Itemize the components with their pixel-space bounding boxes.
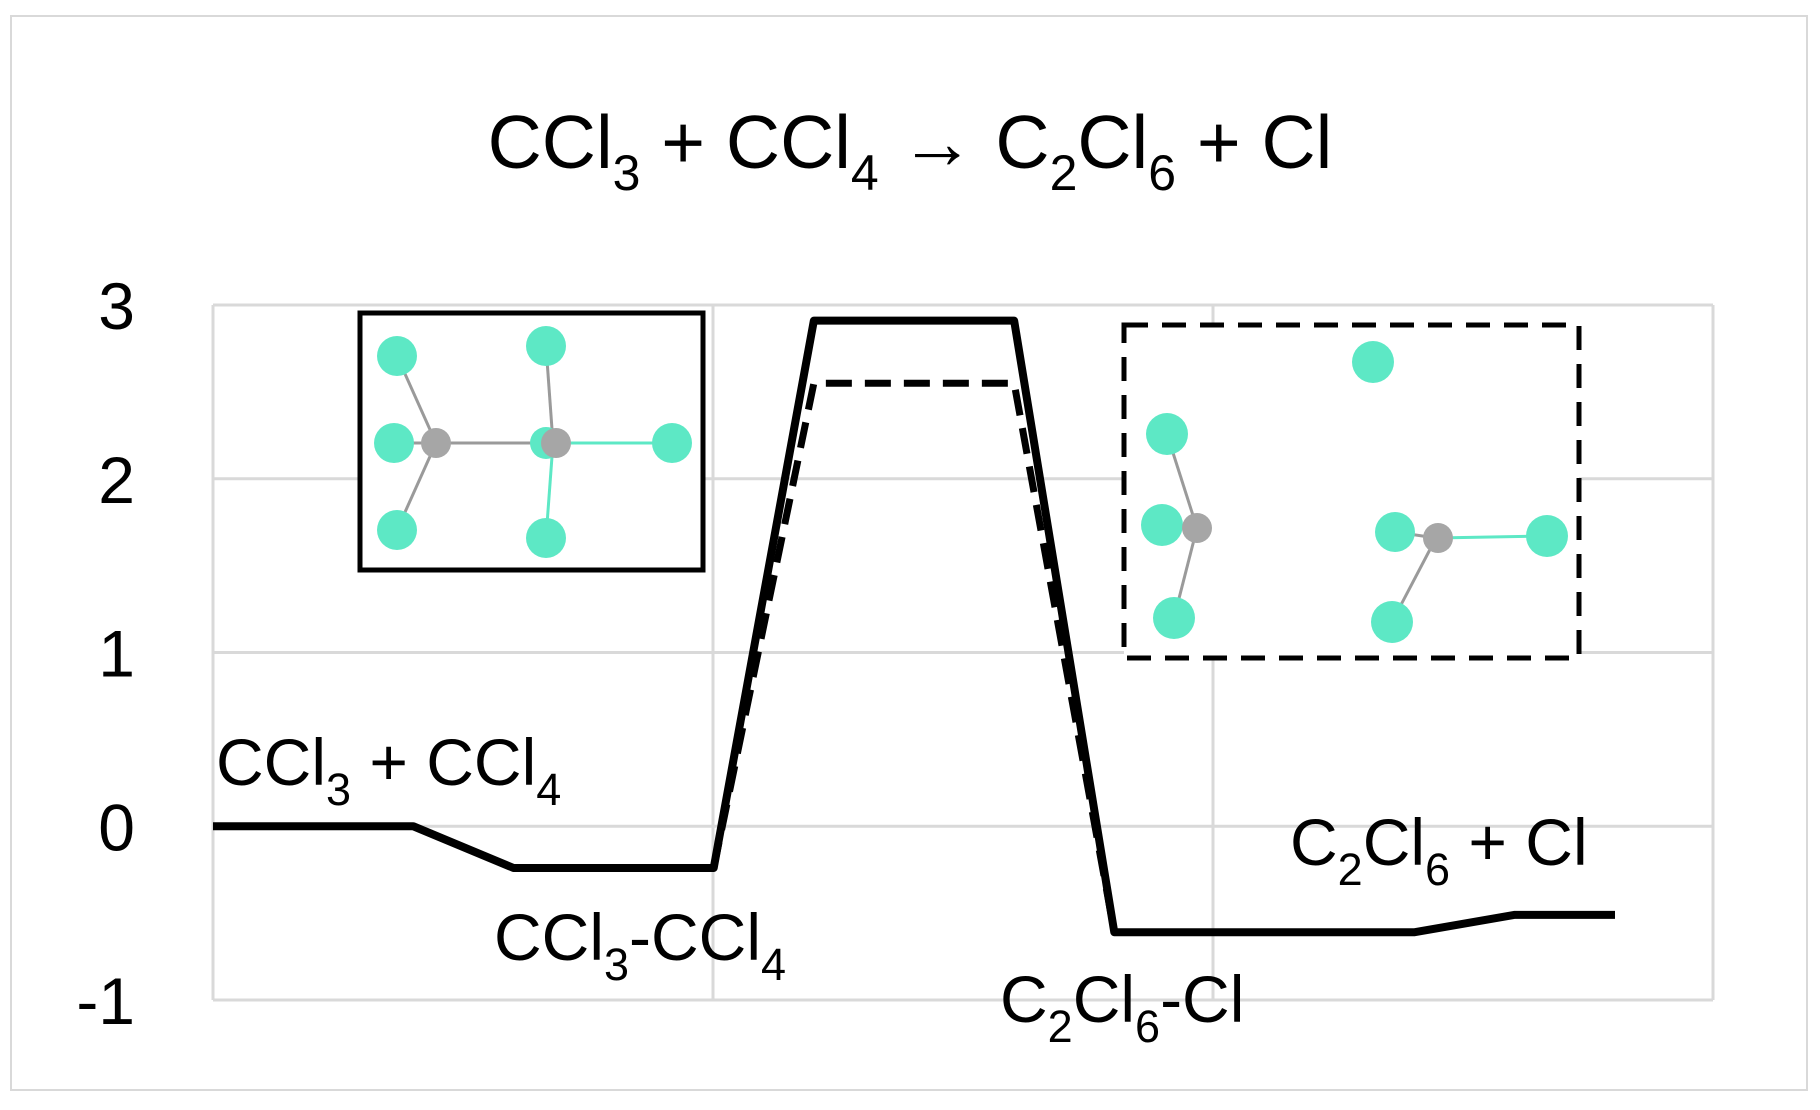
chart-title: CCl3 + CCl4 → C2Cl6 + Cl (488, 100, 1333, 201)
chlorine-atom (1352, 341, 1394, 383)
chlorine-atom (377, 510, 417, 550)
product-complex-label: C2Cl6-Cl (1000, 962, 1244, 1052)
y-tick-label: -1 (76, 964, 135, 1038)
series-lines (213, 316, 1615, 937)
chlorine-atom (1526, 515, 1568, 557)
products-label: C2Cl6 + Cl (1290, 805, 1588, 895)
chlorine-atom (374, 423, 414, 463)
y-tick-label: 0 (98, 790, 135, 864)
y-tick-label: 2 (98, 443, 135, 517)
transition-state-inset (1121, 322, 1582, 661)
series-line-solid (213, 316, 1615, 937)
chlorine-atom (652, 423, 692, 463)
carbon-atom (421, 428, 451, 458)
carbon-atom (1423, 523, 1453, 553)
chlorine-atom (1141, 504, 1183, 546)
chlorine-atom (526, 326, 566, 366)
carbon-atom (541, 428, 571, 458)
y-tick-label: 3 (98, 269, 135, 343)
reactants-label: CCl3 + CCl4 (216, 725, 561, 815)
c2cl6-structure-inset (357, 310, 706, 573)
complex-label: CCl3-CCl4 (494, 900, 786, 990)
chlorine-atom (1375, 512, 1415, 552)
chart-frame (10, 15, 1808, 1091)
chlorine-atom (1146, 413, 1188, 455)
chlorine-atom (526, 518, 566, 558)
chlorine-atom (1371, 601, 1413, 643)
y-axis-ticks: 3 2 1 0 -1 (76, 269, 135, 1038)
chlorine-atom (1153, 597, 1195, 639)
carbon-atom (1182, 513, 1212, 543)
chlorine-atom (377, 336, 417, 376)
ts-inset-frame (1121, 322, 1582, 661)
series-line-dashed (710, 379, 1118, 933)
y-tick-label: 1 (98, 617, 135, 691)
